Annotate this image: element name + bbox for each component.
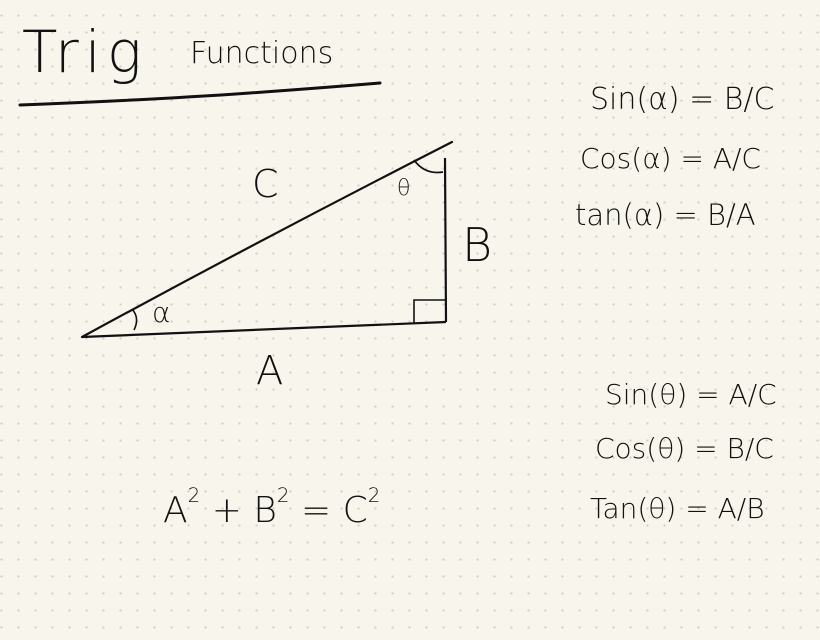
formula-sin-alpha: Sin(α) = B/C bbox=[590, 82, 775, 117]
pyth-b: B bbox=[253, 490, 277, 531]
formula-sin-theta: Sin(θ) = A/C bbox=[605, 378, 777, 411]
formula-cos-theta: Cos(θ) = B/C bbox=[595, 432, 774, 465]
pythagorean-theorem: A2 + B2 = C2 bbox=[163, 484, 380, 531]
theta-arc bbox=[413, 159, 444, 174]
right-angle-mark bbox=[413, 299, 445, 323]
pyth-plus: + bbox=[211, 490, 242, 531]
formula-cos-alpha: Cos(α) = A/C bbox=[580, 142, 761, 175]
title-functions: Functions bbox=[190, 36, 334, 71]
pyth-a-exp: 2 bbox=[187, 484, 201, 507]
formula-tan-theta: Tan(θ) = A/B bbox=[590, 492, 765, 525]
formula-tan-alpha: tan(α) = B/A bbox=[575, 198, 756, 232]
label-alpha: α bbox=[152, 296, 171, 329]
pyth-c: C bbox=[342, 490, 368, 531]
label-theta: θ bbox=[397, 176, 411, 201]
alpha-arc bbox=[131, 308, 138, 331]
triangle-hypotenuse bbox=[80, 140, 454, 339]
title-trig: Trig bbox=[22, 18, 148, 86]
title-underline bbox=[18, 81, 382, 107]
pyth-eq: = bbox=[300, 490, 332, 531]
label-b: B bbox=[462, 218, 493, 272]
pyth-a: A bbox=[163, 490, 188, 531]
pyth-c-exp: 2 bbox=[367, 484, 381, 507]
pyth-b-exp: 2 bbox=[276, 484, 290, 507]
label-a: A bbox=[256, 348, 284, 394]
label-c: C bbox=[252, 162, 279, 206]
triangle-vertical-side bbox=[443, 157, 448, 323]
triangle-base bbox=[81, 320, 447, 339]
